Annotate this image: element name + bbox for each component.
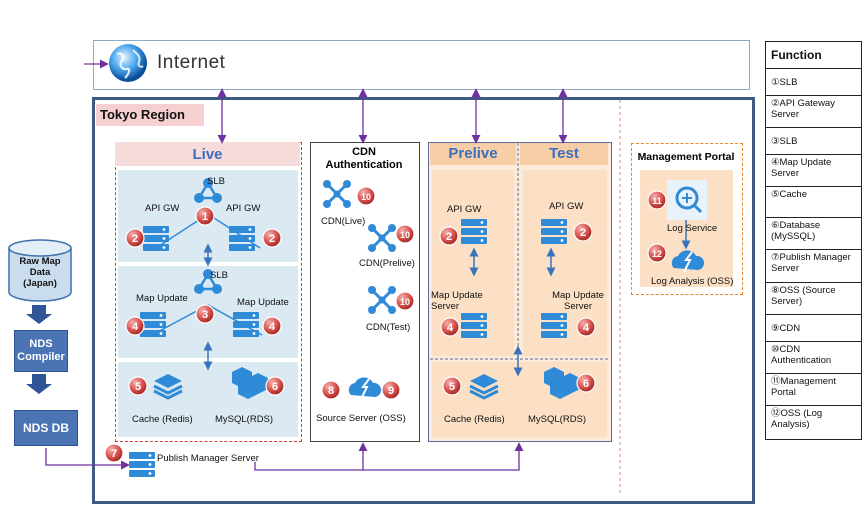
live-map-update-left-label: Map Update [136,293,188,304]
function-row: ④Map Update Server [765,155,862,187]
function-row: ⑦Publish Manager Server [765,250,862,283]
log-analysis-label: Log Analysis (OSS) [651,276,734,287]
function-row: ⑧OSS (Source Server) [765,283,862,315]
test-panel [523,170,607,356]
internet-label: Internet [157,52,226,73]
live-map-panel [118,266,298,358]
globe-icon [109,44,147,82]
cdn-test-label: CDN(Test) [366,322,411,333]
function-row: ⑪Management Portal [765,374,862,406]
source-server-label: Source Server (OSS) [316,413,406,424]
test-map-update-label: Map Update Server [552,290,604,312]
function-table: Function ①SLB ②API Gateway Server ③SLB ④… [765,41,862,440]
function-row: ③SLB [765,128,862,155]
function-row: ⑨CDN [765,315,862,342]
live-mysql-label: MySQL(RDS) [215,414,274,425]
prelive-panel [432,170,514,356]
log-service-label: Log Service [667,223,718,234]
live-map-update-right-label: Map Update [237,297,289,308]
test-title: Test [549,145,579,162]
function-row: ⑩CDN Authentication [765,342,862,374]
cdn-authentication-title: CDN Authentication [325,146,403,171]
shared-mysql-label: MySQL(RDS) [528,414,587,425]
live-cache-label: Cache (Redis) [132,414,193,425]
function-row: ⑤Cache [765,187,862,218]
prelive-title: Prelive [448,145,498,162]
live-api-gw-right-label: API GW [226,203,261,214]
nds-db-box: NDS DB [14,410,78,446]
function-row: ②API Gateway Server [765,96,862,128]
live-data-panel [118,362,298,437]
cdn-live-label: CDN(Live) [321,216,366,227]
function-row: ⑥Database (MySSQL) [765,218,862,250]
cdn-authentication-box [310,142,420,442]
prelive-map-update-label: Map Update Server [431,290,483,312]
live-api-gw-left-label: API GW [145,203,180,214]
shared-cache-label: Cache (Redis) [444,414,505,425]
prelive-api-gw-label: API GW [447,204,482,215]
tokyo-region-title: Tokyo Region [96,104,204,126]
raw-map-data-cylinder: Raw Map Data (Japan) [5,238,75,302]
test-header [520,143,608,165]
live-header [115,142,300,166]
live-slb-label: SLB [207,176,225,187]
raw-map-data-label: Raw Map Data (Japan) [19,256,61,289]
cdn-prelive-label: CDN(Prelive) [359,258,415,269]
publish-manager-label: Publish Manager Server [157,453,259,464]
function-table-header: Function [765,41,862,69]
live-map-slb-label: SLB [210,270,228,281]
live-title: Live [192,146,223,163]
shared-data-panel [432,362,607,437]
management-portal-title: Management Portal [637,151,735,163]
prelive-header [430,143,516,165]
function-row: ①SLB [765,69,862,96]
internet-box [93,40,750,90]
nds-compiler-box: NDS Compiler [14,330,68,372]
function-row: ⑫OSS (Log Analysis) [765,406,862,440]
test-api-gw-label: API GW [549,201,584,212]
